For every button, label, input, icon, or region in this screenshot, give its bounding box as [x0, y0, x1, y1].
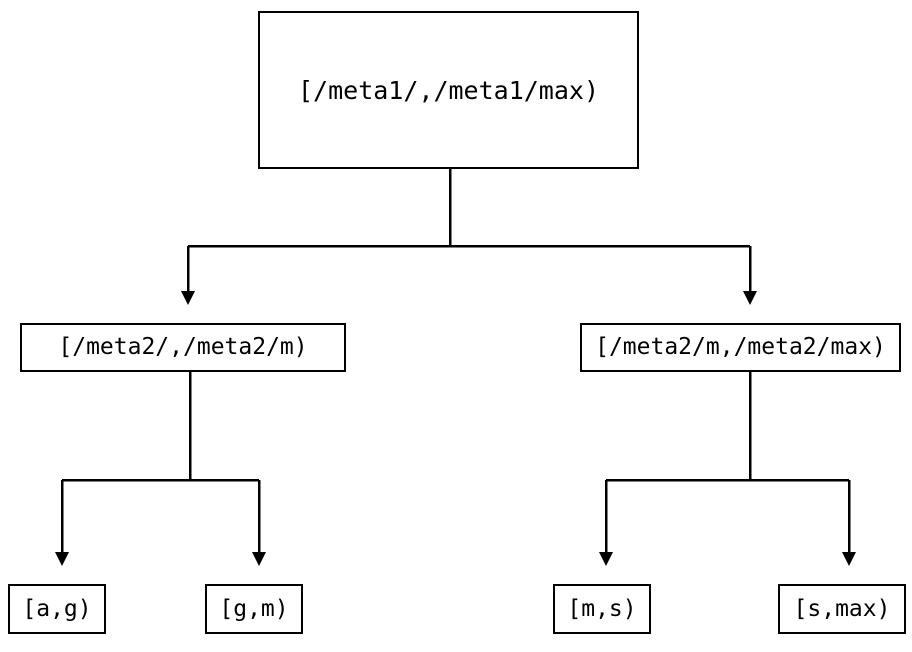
node-root-label: [/meta1/,/meta1/max)	[297, 75, 600, 105]
node-leaf-g-m-label: [g,m)	[219, 595, 289, 622]
node-leaf-g-m[interactable]: [g,m)	[205, 584, 303, 634]
node-leaf-a-g[interactable]: [a,g)	[8, 584, 106, 634]
arrowhead-to-leaf4	[842, 552, 856, 566]
node-mid-left-label: [/meta2/,/meta2/m)	[58, 334, 308, 360]
node-leaf-m-s[interactable]: [m,s)	[553, 584, 651, 634]
node-leaf-a-g-label: [a,g)	[22, 595, 92, 622]
node-mid-right[interactable]: [/meta2/m,/meta2/max)	[580, 323, 901, 372]
arrowhead-to-leaf1	[55, 552, 69, 566]
node-mid-right-label: [/meta2/m,/meta2/max)	[595, 334, 886, 360]
node-leaf-s-max-label: [s,max)	[793, 595, 891, 622]
arrowhead-to-leaf2	[252, 552, 266, 566]
arrowhead-to-leaf3	[599, 552, 613, 566]
node-root[interactable]: [/meta1/,/meta1/max)	[258, 11, 639, 169]
arrowhead-to-mid-left	[181, 291, 195, 305]
node-mid-left[interactable]: [/meta2/,/meta2/m)	[20, 323, 346, 372]
node-leaf-m-s-label: [m,s)	[567, 595, 637, 622]
arrowhead-to-mid-right	[743, 291, 757, 305]
node-leaf-s-max[interactable]: [s,max)	[778, 584, 906, 634]
